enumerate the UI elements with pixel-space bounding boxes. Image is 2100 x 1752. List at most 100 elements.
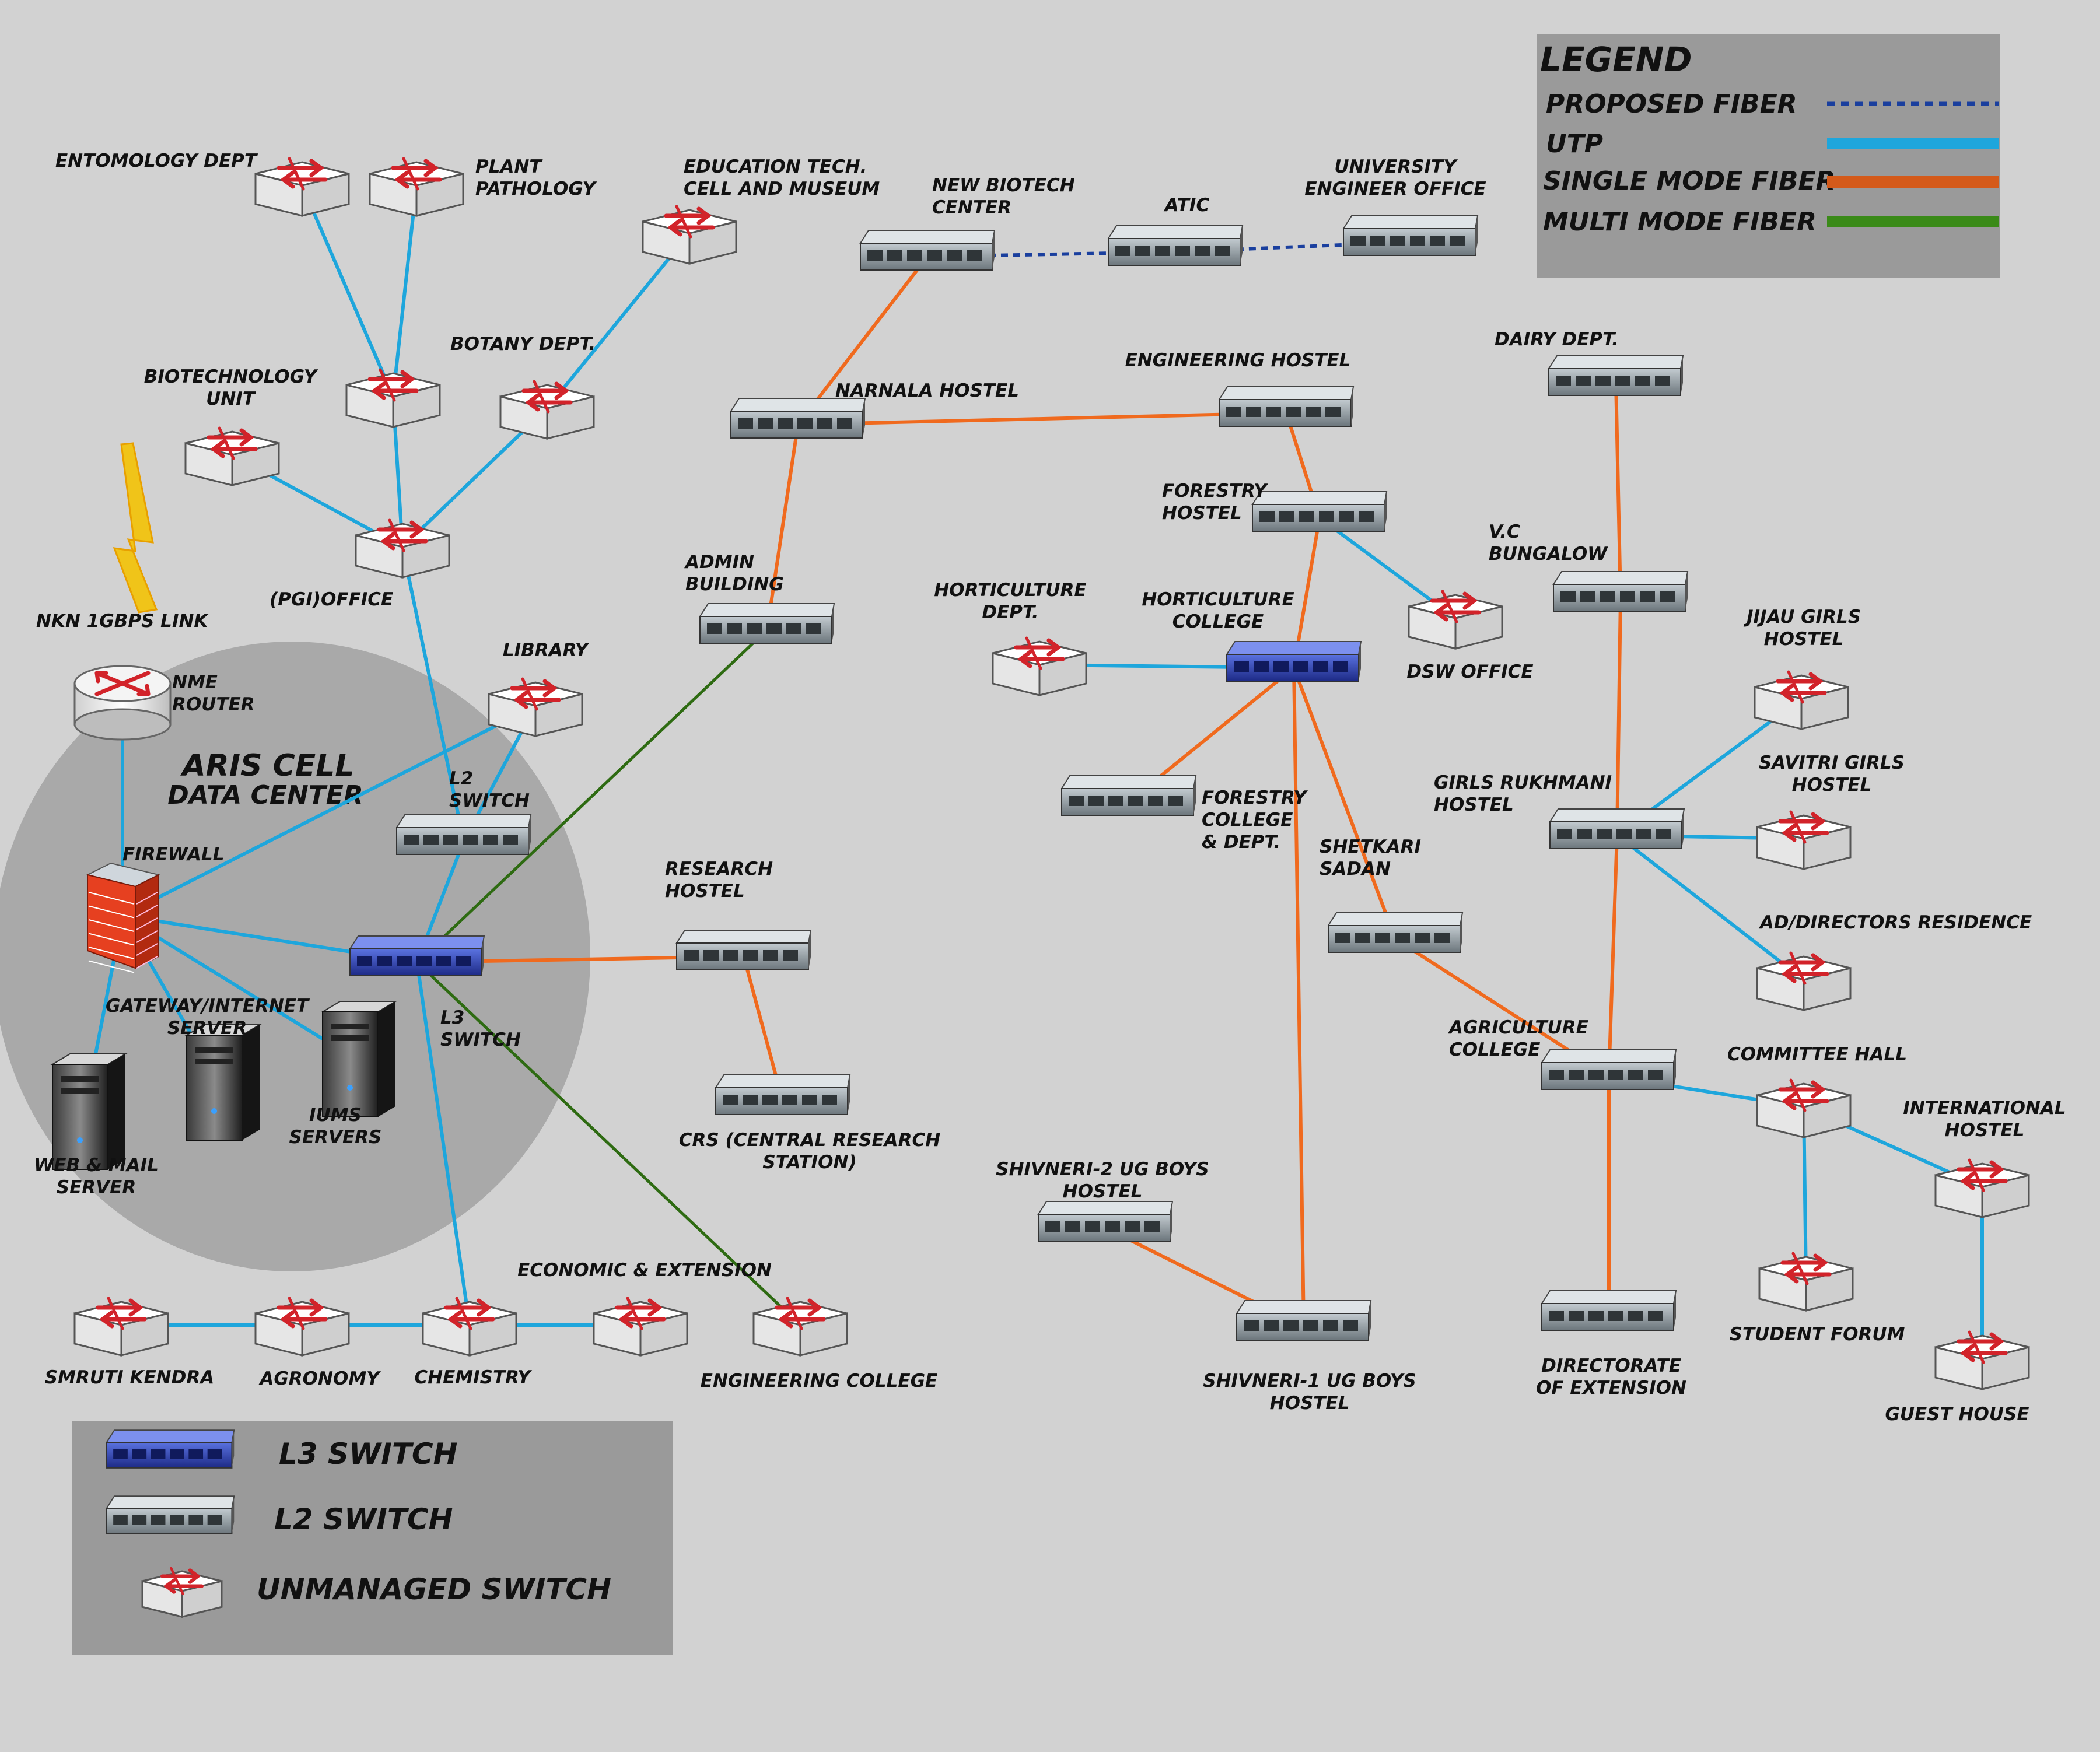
link-dairy-vc: [1614, 381, 1622, 598]
line-legend-title: LEGEND: [1540, 40, 1692, 79]
unmanaged-switch-icon: [642, 205, 737, 265]
legend-label-multi-mode-fiber: MULTI MODE FIBER: [1543, 207, 1817, 237]
unmanaged-switch-icon: [1756, 810, 1852, 870]
node-label-botany: BOTANY DEPT.: [450, 334, 596, 355]
legend-label-utp: UTP: [1546, 129, 1603, 159]
node-firewall[interactable]: FIREWALL: [86, 844, 224, 973]
node-label-router: NME: [172, 672, 218, 693]
link-l3switch-engcollege: [416, 961, 802, 1326]
node-label-shetkari: SHETKARI: [1320, 836, 1421, 857]
node-label-admin: ADMIN: [684, 552, 754, 573]
l2-switch-icon: [396, 814, 532, 855]
node-entomology[interactable]: ENTOMOLOGY DEPT: [55, 150, 350, 217]
node-label-shivneri1: HOSTEL: [1270, 1393, 1350, 1414]
node-chemistry[interactable]: CHEMISTRY: [414, 1297, 533, 1388]
node-label-edutech: EDUCATION TECH.: [684, 156, 867, 177]
node-label-l3switch: SWITCH: [440, 1029, 521, 1050]
node-agronomy[interactable]: AGRONOMY: [254, 1297, 382, 1389]
unmanaged-switch-icon: [184, 426, 280, 486]
node-dsw[interactable]: DSW OFFICE: [1406, 590, 1534, 682]
node-atic[interactable]: ATIC: [1107, 195, 1244, 266]
node-botany[interactable]: BOTANY DEPT.: [450, 334, 596, 440]
unmanaged-switch-icon: [1758, 1252, 1854, 1312]
link-rukhmani-agricollege: [1607, 835, 1619, 1077]
node-label-crs: STATION): [762, 1152, 856, 1173]
node-engcollege[interactable]: ENGINEERING COLLEGE: [701, 1297, 937, 1392]
server-icon: [50, 1053, 128, 1170]
node-hub1[interactable]: [345, 368, 441, 428]
link-vc-rukhmani: [1615, 597, 1622, 836]
node-label-studentforum: STUDENT FORUM: [1730, 1324, 1905, 1345]
node-label-direxten: DIRECTORATE: [1541, 1355, 1681, 1376]
link-firewall-library: [121, 704, 537, 917]
l2-switch-icon: [1236, 1300, 1372, 1341]
unmanaged-switch-icon: [1756, 1078, 1852, 1138]
unmanaged-switch-icon: [74, 1297, 169, 1357]
node-smruti[interactable]: SMRUTI KENDRA: [45, 1297, 214, 1388]
link-pgi-l2switch: [401, 546, 466, 842]
node-label-committee: COMMITTEE HALL: [1727, 1044, 1907, 1065]
node-label-atic: ATIC: [1163, 195, 1210, 216]
node-label-firewall: FIREWALL: [123, 844, 224, 865]
node-narnala[interactable]: NARNALA HOSTEL: [730, 380, 1019, 439]
unmanaged-switch-icon: [422, 1297, 517, 1357]
node-label-l2switch: L2: [449, 768, 473, 789]
node-label-hortcollege: HORTICULTURE: [1142, 589, 1294, 610]
node-studentforum[interactable]: STUDENT FORUM: [1730, 1252, 1905, 1345]
node-label-agronomy: AGRONOMY: [258, 1368, 382, 1389]
l2-switch-icon: [1218, 386, 1354, 427]
node-label-admin: BUILDING: [685, 574, 784, 595]
line-legend: LEGEND PROPOSED FIBER UTP SINGLE MODE FI…: [1536, 34, 2000, 278]
node-label-forestcollege: FORESTRY: [1202, 787, 1308, 808]
node-edutech[interactable]: EDUCATION TECH.CELL AND MUSEUM: [642, 156, 880, 265]
node-pgi[interactable]: (PGI)OFFICE: [270, 518, 450, 610]
node-enghostel[interactable]: ENGINEERING HOSTEL: [1125, 350, 1354, 427]
link-narnala-newbiotech: [796, 255, 929, 426]
node-guesthouse[interactable]: GUEST HOUSE: [1885, 1330, 2030, 1425]
nkn-lightning-icon: [113, 442, 158, 614]
node-directors[interactable]: AD/DIRECTORS RESIDENCE: [1756, 912, 2032, 1011]
l2-switch-icon: [1327, 912, 1464, 953]
legend-label-proposed-fiber: PROPOSED FIBER: [1546, 89, 1797, 119]
node-label-shivneri1: SHIVNERI-1 UG BOYS: [1203, 1371, 1416, 1392]
node-dairy[interactable]: DAIRY DEPT.: [1494, 329, 1684, 396]
node-label-savitri: SAVITRI GIRLS: [1759, 752, 1905, 773]
node-label-foresthostel: HOSTEL: [1162, 503, 1242, 524]
link-admin-narnala: [765, 424, 800, 630]
node-committee[interactable]: COMMITTEE HALL: [1727, 1044, 1907, 1138]
node-library[interactable]: LIBRARY: [488, 640, 590, 737]
node-label-enghostel: ENGINEERING HOSTEL: [1125, 350, 1351, 371]
node-economic[interactable]: ECONOMIC & EXTENSION: [517, 1260, 772, 1357]
device-legend: L3 SWITCH L2 SWITCH UNMANAGED SWITCH: [72, 1421, 673, 1655]
l3-switch-icon: [1226, 641, 1362, 682]
l2-switch-icon: [1251, 491, 1388, 532]
